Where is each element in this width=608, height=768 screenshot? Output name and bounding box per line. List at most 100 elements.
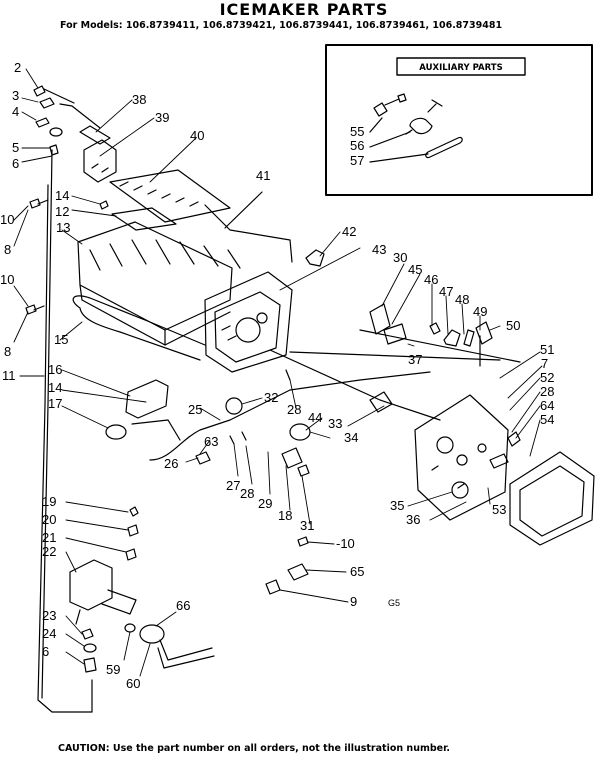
- callout-29: 29: [258, 496, 272, 511]
- callout-10b: 10: [0, 272, 14, 287]
- callout-41: 41: [256, 168, 270, 183]
- bracket-45: [383, 323, 407, 345]
- leader-41: [224, 191, 263, 229]
- callout-66: 66: [176, 598, 190, 613]
- callout-30: 30: [393, 250, 407, 265]
- callout-11: 11: [2, 368, 16, 383]
- wire-main: [269, 349, 441, 421]
- lever-48: [463, 329, 475, 347]
- callout-27: 27: [226, 478, 240, 493]
- callout-12: 12: [55, 204, 69, 219]
- aux-screw-55: [373, 93, 407, 117]
- callout-49: 49: [473, 304, 487, 319]
- washer-59: [124, 623, 136, 633]
- auxiliary-box: [325, 44, 593, 196]
- screws-27-28: [229, 431, 247, 445]
- spacer-9: [265, 579, 281, 595]
- callout-8a: 8: [4, 242, 11, 257]
- bearing-35: [451, 481, 469, 499]
- callout-28a: 28: [287, 402, 301, 417]
- blade-18: [281, 447, 303, 469]
- callout-50: 50: [506, 318, 520, 333]
- screw-21: [125, 548, 137, 561]
- page-title: ICEMAKER PARTS: [219, 0, 389, 19]
- leader-55: [369, 117, 383, 133]
- callout-63: 63: [204, 434, 218, 449]
- caution-note: CAUTION: Use the part number on all orde…: [58, 743, 451, 754]
- callout-54: 54: [540, 412, 554, 427]
- mold-13: [77, 221, 241, 346]
- callout-48: 48: [455, 292, 469, 307]
- callout-32: 32: [264, 390, 278, 405]
- callout-3: 3: [12, 88, 19, 103]
- callout-2: 2: [14, 60, 21, 75]
- callout-8b: 8: [4, 344, 11, 359]
- wire-upper: [289, 329, 521, 363]
- callout-4: 4: [12, 104, 19, 119]
- callout-28c: 28: [240, 486, 254, 501]
- callout-14b: 14: [48, 380, 62, 395]
- screw-20: [127, 524, 139, 537]
- diagram-code: G5: [388, 598, 400, 608]
- callout-21: 21: [42, 530, 56, 545]
- screw-m10: [297, 536, 309, 547]
- leader-56: [369, 131, 411, 148]
- bushing-6b: [83, 657, 97, 673]
- support-plate-51: [414, 394, 509, 521]
- housing-43: [204, 271, 293, 373]
- water-valve-22: [69, 559, 137, 625]
- aux-valve-56: [405, 99, 443, 135]
- thermal-26: [195, 451, 211, 465]
- leader-57: [369, 153, 429, 163]
- callout-13: 13: [56, 220, 70, 235]
- callout-36: 36: [406, 512, 420, 527]
- callout-44: 44: [308, 410, 322, 425]
- callout-53: 53: [492, 502, 506, 517]
- switch-30: [369, 303, 391, 335]
- grommet-17: [105, 424, 127, 440]
- long-tube-11: [37, 184, 93, 713]
- long-tube-11-inner: [41, 149, 53, 699]
- callout-42: 42: [342, 224, 356, 239]
- callout-40: 40: [190, 128, 204, 143]
- ejector-40: [109, 169, 231, 223]
- callout-19: 19: [42, 494, 56, 509]
- callout-60: 60: [126, 676, 140, 691]
- nut-23: [81, 628, 94, 640]
- callout-14a: 14: [55, 188, 69, 203]
- callout-65: 65: [350, 564, 364, 579]
- callout-51: 51: [540, 342, 554, 357]
- auxiliary-title: AUXILIARY PARTS: [419, 63, 502, 73]
- callout-26: 26: [164, 456, 178, 471]
- callout-38: 38: [132, 92, 146, 107]
- callout-52: 52: [540, 370, 554, 385]
- callout-16: 16: [48, 362, 62, 377]
- callout-m10: -10: [336, 536, 355, 551]
- callout-46: 46: [424, 272, 438, 287]
- callout-5: 5: [12, 140, 19, 155]
- shutoff-arm-41: [204, 204, 293, 263]
- switch-32: [225, 397, 243, 415]
- aux-tube-57: [425, 136, 463, 159]
- switch-47: [443, 329, 461, 347]
- callout-57: 57: [350, 153, 364, 168]
- leader-lines: [13, 68, 543, 677]
- callout-labels: 2 3 4 5 6 38 39 40 41 14 12 10 8 13 42 4…: [0, 60, 554, 691]
- screw-46: [429, 322, 441, 335]
- clip-64: [507, 431, 521, 447]
- callout-15: 15: [54, 332, 68, 347]
- callout-22: 22: [42, 544, 56, 559]
- fitting-66-60: [139, 624, 215, 669]
- clip-42: [305, 249, 325, 267]
- callout-7: 7: [541, 356, 548, 371]
- callout-64: 64: [540, 398, 554, 413]
- screw-10a: [29, 198, 49, 209]
- model-list: For Models: 106.8739411, 106.8739421, 10…: [60, 20, 503, 31]
- callout-56: 56: [350, 138, 364, 153]
- auxiliary-title-box: [396, 57, 526, 76]
- callout-34: 34: [344, 430, 358, 445]
- callout-6: 6: [12, 156, 19, 171]
- callout-18: 18: [278, 508, 292, 523]
- callout-39: 39: [155, 110, 169, 125]
